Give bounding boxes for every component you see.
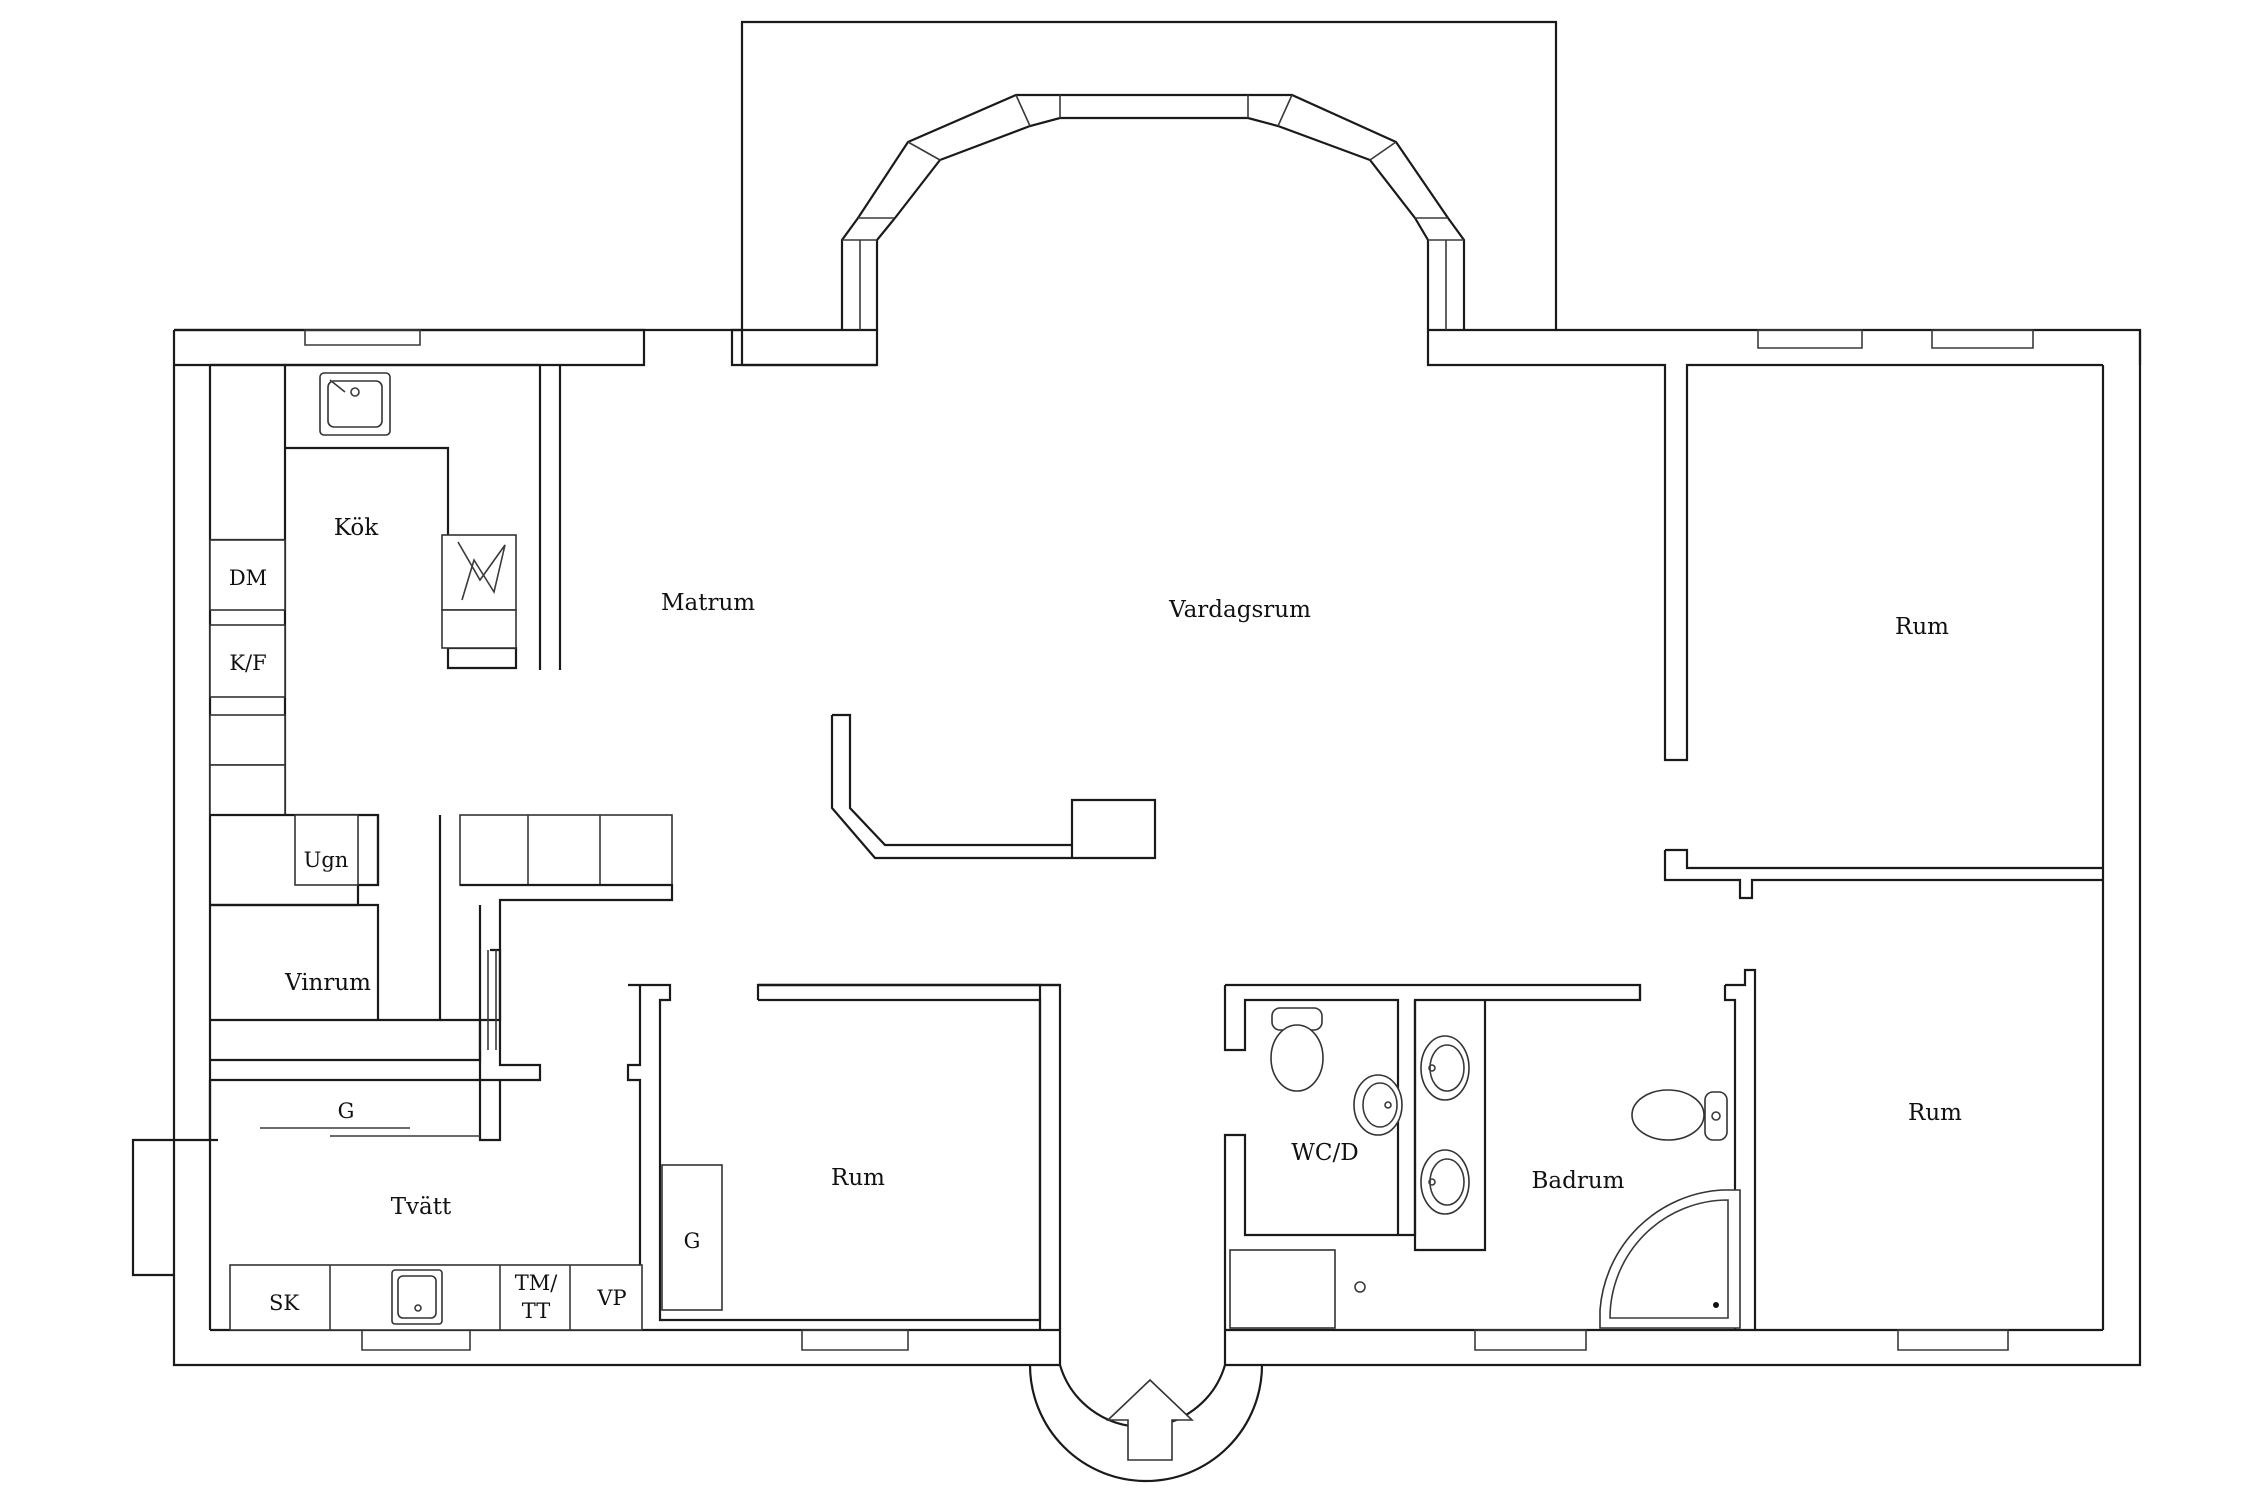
- label-vp: VP: [596, 1286, 626, 1310]
- outer-walls: [131, 20, 2142, 1367]
- room-labels: Kök Matrum Vardagsrum Rum Rum Rum Vinrum…: [284, 515, 1962, 1220]
- label-matrum: Matrum: [661, 590, 755, 616]
- label-vardagsrum: Vardagsrum: [1168, 597, 1311, 623]
- south-room: [661, 983, 1060, 1330]
- label-rum-s: Rum: [831, 1165, 885, 1191]
- label-wcd: WC/D: [1291, 1140, 1358, 1166]
- toilet-bath: [1631, 1089, 1728, 1141]
- label-kok: Kök: [334, 515, 379, 541]
- label-kf: K/F: [229, 651, 266, 675]
- living-bar: [830, 713, 1157, 860]
- basin-bath-1: [1420, 1035, 1470, 1101]
- basin-wc: [1353, 1074, 1403, 1136]
- label-ugn: Ugn: [304, 848, 349, 872]
- label-rum-ne: Rum: [1895, 614, 1949, 640]
- label-rum-se: Rum: [1908, 1100, 1962, 1126]
- east-rooms: [1663, 848, 2103, 900]
- wine-room-walls: [174, 903, 1062, 1331]
- basin-bath-2: [1420, 1149, 1470, 1215]
- label-tm: TM/: [515, 1271, 559, 1295]
- label-dm: DM: [229, 566, 267, 590]
- kitchen-island: [459, 814, 673, 886]
- entrance-arrow-icon: [1106, 1378, 1194, 1461]
- label-tt: TT: [522, 1299, 550, 1323]
- toilet-wc: [1270, 1007, 1324, 1092]
- bay-window: [740, 93, 1466, 367]
- kitchen: [209, 365, 674, 1022]
- wardrobe: [661, 1164, 723, 1311]
- label-g-hall: G: [338, 1099, 355, 1123]
- laundry-sink: [391, 1269, 443, 1325]
- label-sk: SK: [269, 1291, 299, 1315]
- label-vinrum: Vinrum: [284, 970, 371, 996]
- fixture-labels: DM K/F Ugn G G SK TM/ TT VP: [229, 566, 701, 1323]
- label-g-rum: G: [684, 1229, 701, 1253]
- label-tvatt: Tvätt: [391, 1194, 452, 1220]
- label-badrum: Badrum: [1532, 1168, 1625, 1194]
- bathroom: [1413, 968, 1757, 1330]
- corner-bathtub: [1599, 1189, 1741, 1329]
- kitchen-sink: [319, 372, 391, 436]
- entrance: [1028, 1330, 1264, 1483]
